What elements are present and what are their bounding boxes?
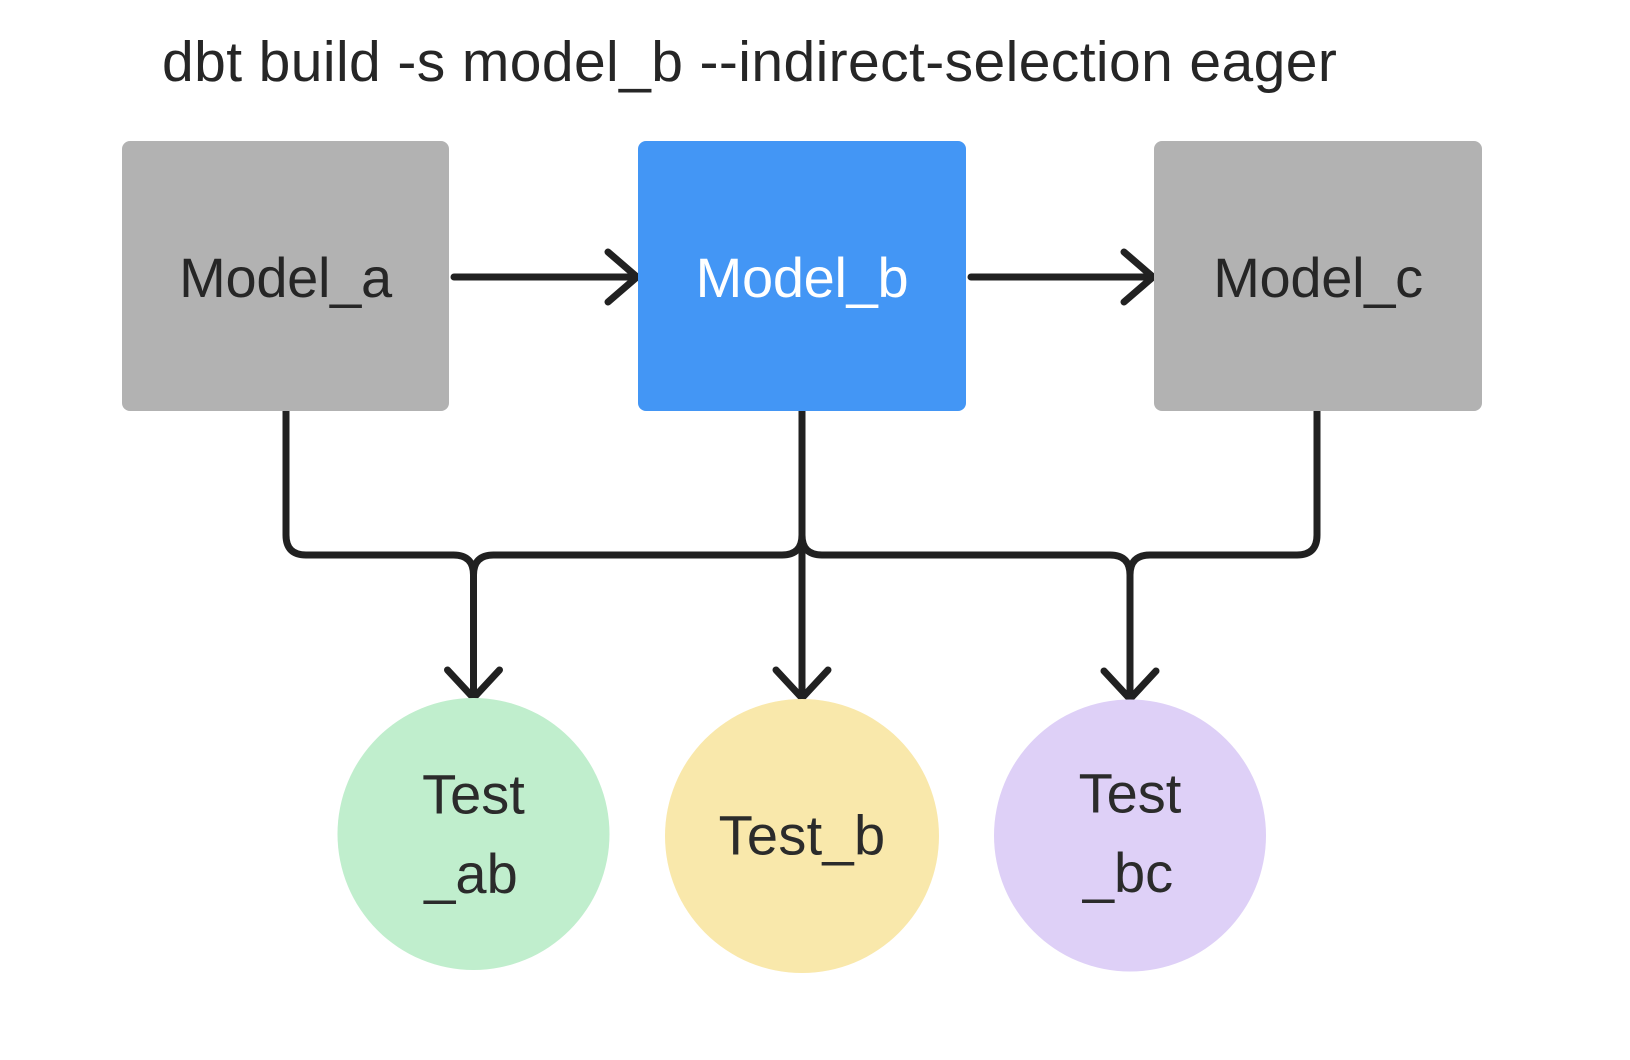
svg-text:_bc: _bc: [1082, 841, 1173, 904]
svg-text:Test_b: Test_b: [719, 804, 886, 867]
svg-text:Model_c: Model_c: [1213, 246, 1423, 309]
svg-text:Test: Test: [1079, 762, 1182, 825]
svg-text:Test: Test: [422, 763, 525, 826]
svg-text:dbt build -s model_b --indirec: dbt build -s model_b --indirect-selectio…: [162, 30, 1337, 94]
svg-text:Model_a: Model_a: [179, 246, 393, 309]
svg-text:Model_b: Model_b: [696, 246, 909, 309]
svg-text:_ab: _ab: [423, 842, 517, 905]
